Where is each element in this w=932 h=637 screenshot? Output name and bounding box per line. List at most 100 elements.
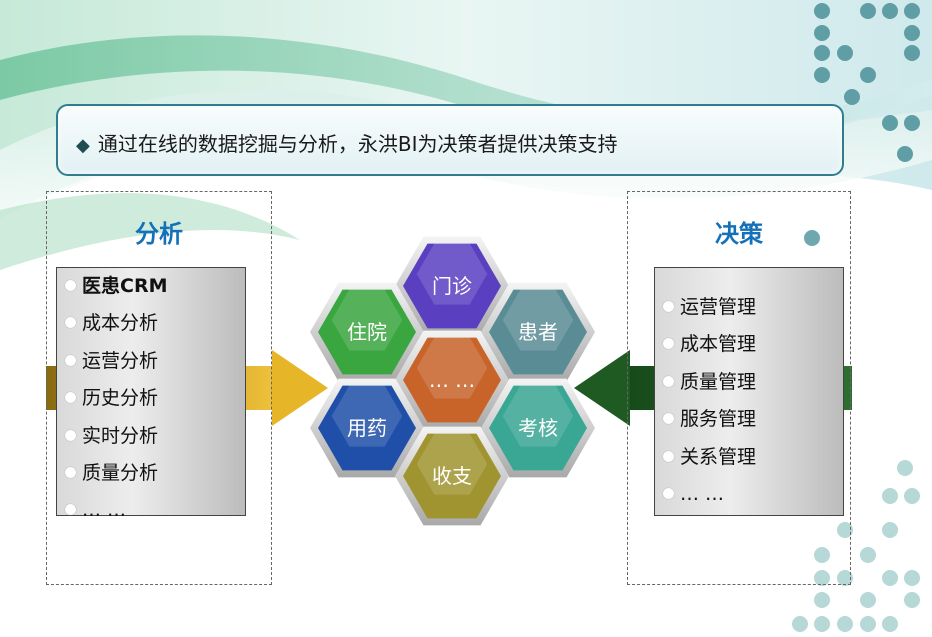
list-item: 医患CRM [65,274,167,311]
hexagon-2: 住院 [310,282,424,382]
hexagon-highlight [416,243,488,305]
decor-dot [860,547,876,563]
bullet-dot-icon [65,317,76,329]
decor-dot [882,570,898,586]
hexagon-label: 门诊 [432,274,472,298]
analysis-panel: 分析 [46,191,272,585]
list-item-label: 实时分析 [82,424,159,447]
hexagon-fill [403,433,501,519]
list-item-label: … … [680,482,725,505]
decor-dot [792,616,808,632]
decor-dot [814,616,830,632]
hexagon-highlight [331,289,403,351]
decor-dot [814,3,830,19]
list-item: 实时分析 [65,424,167,461]
decor-dot [904,488,920,504]
hexagon-fill [403,337,501,423]
analysis-title: 分析 [135,220,183,248]
bullet-dot-icon [663,413,674,425]
list-item-label: 医患CRM [82,275,168,297]
hexagon-highlight [502,289,574,351]
hexagon-fill [489,385,587,471]
decision-list: 运营管理成本管理质量管理服务管理关系管理 … … [663,295,756,519]
hexagon-highlight [331,385,403,447]
bullet-dot-icon [65,504,76,516]
decor-dot [904,45,920,61]
hexagon-fill [489,289,587,375]
diamond-bullet-icon: ◆ [76,135,90,156]
hexagon-7: 收支 [395,426,509,526]
list-item-label: 运营管理 [680,296,757,318]
hexagon-label: … … [429,368,475,392]
decor-dot [904,570,920,586]
list-item-label: 质量分析 [82,461,159,484]
hexagon-label: 患者 [518,320,558,344]
decor-dot [897,146,913,162]
decor-dot [860,592,876,608]
list-item-label: 成本管理 [680,333,757,356]
bullet-dot-icon [663,450,674,462]
hexagon-highlight [416,337,488,399]
list-item: 历史分析 [65,386,167,423]
list-item: 质量管理 [663,370,756,407]
decor-dot [904,115,920,131]
bullet-dot-icon [663,301,674,312]
arrow-left-icon [574,350,630,426]
hexagon-label: 考核 [518,416,558,440]
list-item-label: … … [82,499,127,522]
list-item-label: 运营分析 [82,349,159,372]
hexagon-highlight [416,433,488,495]
analysis-list-box: 医患CRM 成本分析运营分析历史分析实时分析质量分析 … … [56,267,246,521]
list-item-label: 质量管理 [680,370,757,393]
list-item: … … [65,498,167,535]
hexagon-label: 收支 [432,464,472,488]
hexagon-highlight [502,385,574,447]
bullet-dot-icon [65,429,76,441]
decor-dot [882,488,898,504]
decor-dot [882,115,898,131]
decor-dot [860,3,876,19]
decor-dot [814,25,830,41]
bullet-dot-icon [663,338,674,350]
list-item: 成本分析 [65,311,167,348]
list-item: 质量分析 [65,461,167,498]
decision-list-box: 运营管理成本管理质量管理服务管理关系管理 … … [654,267,844,516]
decor-dot [804,230,820,246]
banner-text: 通过在线的数据挖掘与分析，永洪BI为决策者提供决策支持 [97,132,618,156]
hexagon-6: 考核 [481,378,595,478]
list-item: 运营管理 [663,295,756,332]
hexagon-3: 患者 [481,282,595,382]
hexagon-5: 用药 [310,378,424,478]
list-item-label: 成本分析 [82,312,159,335]
decor-dot [882,3,898,19]
decor-dot [860,67,876,83]
decision-panel: 决策 [627,191,851,585]
list-item: 关系管理 [663,445,756,482]
list-item: 成本管理 [663,332,756,369]
decor-dot [882,522,898,538]
list-item: 服务管理 [663,407,756,444]
hexagon-label: 住院 [347,320,387,344]
decor-dot [897,460,913,476]
decor-dot [882,616,898,632]
hexagon-fill [318,289,416,375]
decor-dot [837,45,853,61]
bullet-dot-icon [65,392,76,404]
hexagon-label: 用药 [347,416,387,440]
hexagon-1: 门诊 [395,236,509,336]
decor-dot [904,3,920,19]
hexagon-4: … … [395,330,509,430]
analysis-list: 医患CRM 成本分析运营分析历史分析实时分析质量分析 … … [65,274,167,536]
decor-dot [860,616,876,632]
decor-dot [814,592,830,608]
bullet-dot-icon [663,487,674,499]
hexagon-fill [403,243,501,329]
decor-dot [814,547,830,563]
list-item: 运营分析 [65,349,167,386]
decor-dot [904,25,920,41]
decor-dot [814,570,830,586]
list-item-label: 关系管理 [680,445,757,468]
bullet-dot-icon [65,280,76,291]
decor-dot [837,522,853,538]
